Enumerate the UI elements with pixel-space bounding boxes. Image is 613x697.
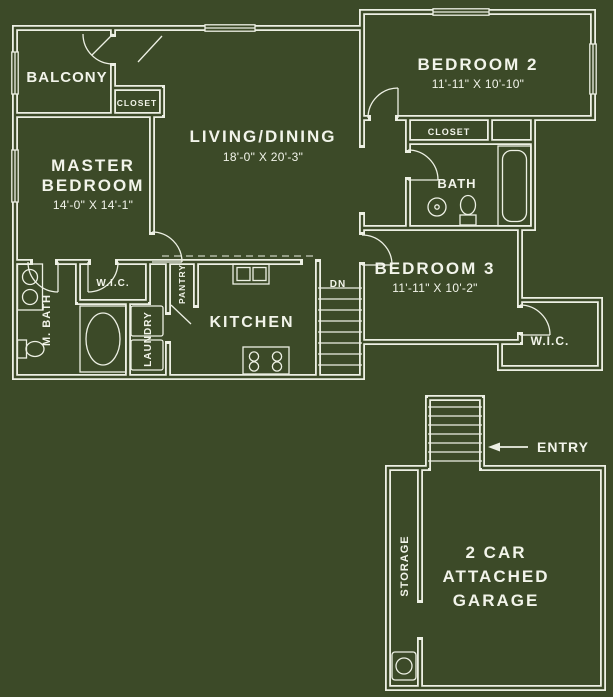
living-dining-label: LIVING/DINING bbox=[190, 127, 337, 146]
master-toilet bbox=[16, 339, 45, 359]
washer-dryer bbox=[130, 305, 164, 371]
wic-door bbox=[519, 304, 551, 336]
balcony-label: BALCONY bbox=[26, 69, 107, 86]
bath-door bbox=[407, 149, 439, 181]
bath-label: BATH bbox=[437, 176, 476, 191]
bedroom2-label: BEDROOM 2 bbox=[418, 55, 539, 74]
kitchen-sink bbox=[232, 263, 270, 285]
walls bbox=[15, 12, 603, 688]
garage-label-1: 2 CAR bbox=[465, 543, 526, 562]
garage-label-2: ATTACHED bbox=[443, 567, 550, 586]
hall-closet-label: CLOSET bbox=[428, 127, 471, 137]
master-bath-door bbox=[27, 261, 59, 293]
door-swings bbox=[27, 33, 551, 336]
labels: BALCONY CLOSET MASTER BEDROOM 14'-0" X 1… bbox=[26, 55, 589, 610]
master-bedroom-label-2: BEDROOM bbox=[42, 176, 145, 195]
master-bedroom-dims: 14'-0" X 14'-1" bbox=[53, 198, 133, 212]
master-vanity bbox=[16, 263, 44, 311]
master-bedroom-door bbox=[151, 231, 183, 263]
laundry-label: LAUNDRY bbox=[143, 311, 154, 367]
bathtub bbox=[497, 145, 532, 227]
master-bath-label: M. BATH bbox=[41, 294, 53, 346]
bedroom2-dims: 11'-11" X 10'-10" bbox=[432, 77, 524, 91]
living-dining-dims: 18'-0" X 20'-3" bbox=[223, 150, 303, 164]
toilet bbox=[459, 194, 477, 226]
kitchen-label: KITCHEN bbox=[209, 314, 294, 331]
bath-sink bbox=[427, 197, 447, 217]
garage-label-3: GARAGE bbox=[453, 591, 540, 610]
master-wic-door bbox=[87, 261, 119, 293]
water-heater bbox=[391, 651, 417, 681]
fixtures bbox=[16, 145, 532, 681]
stove bbox=[242, 346, 290, 375]
entry-arrow bbox=[488, 442, 528, 452]
bedroom3-door bbox=[361, 234, 393, 266]
master-tub bbox=[79, 305, 127, 373]
wic-master-label: W.I.C. bbox=[96, 278, 129, 289]
bedroom3-label: BEDROOM 3 bbox=[375, 259, 496, 278]
master-bedroom-label-1: MASTER bbox=[51, 156, 135, 175]
storage-label: STORAGE bbox=[399, 535, 411, 596]
bedroom3-dims: 11'-11" X 10'-2" bbox=[392, 281, 478, 295]
closet-door bbox=[137, 35, 163, 63]
stairs-dn-label: DN bbox=[330, 279, 346, 290]
bedroom2-door bbox=[367, 87, 399, 119]
wall-lines-outer bbox=[15, 12, 603, 688]
entry-stairs-treads bbox=[428, 406, 482, 462]
pantry-label: PANTRY bbox=[177, 264, 187, 304]
entry-label: ENTRY bbox=[537, 439, 589, 455]
balcony-closet-label: CLOSET bbox=[117, 98, 157, 108]
balcony-door bbox=[82, 33, 114, 65]
wic-bedroom3-label: W.I.C. bbox=[531, 334, 570, 348]
windows bbox=[11, 8, 597, 203]
stairs-dn-treads bbox=[318, 287, 362, 366]
arrow-head-icon bbox=[488, 442, 500, 452]
pantry-door bbox=[170, 304, 192, 325]
